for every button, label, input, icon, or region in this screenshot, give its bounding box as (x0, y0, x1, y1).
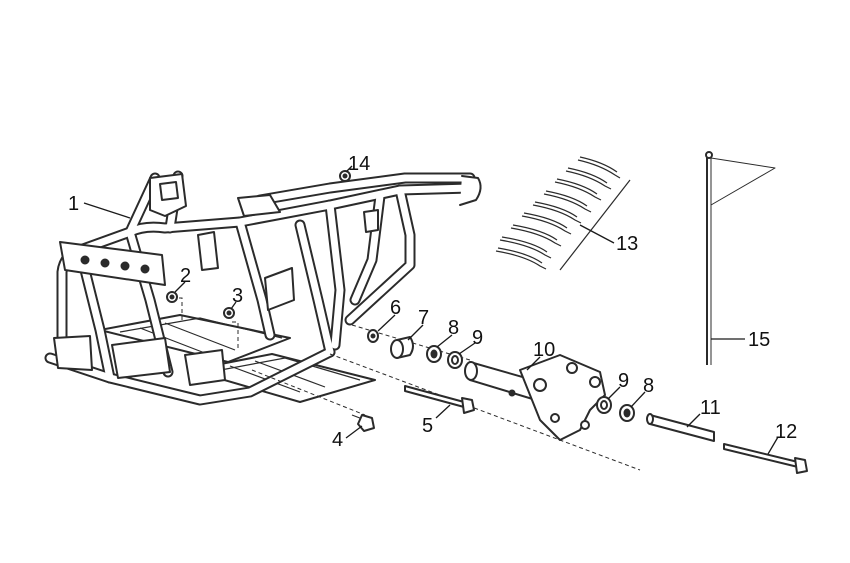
callout-12: 12 (775, 421, 797, 443)
callout-labels: 1 2 3 4 5 6 7 8 9 10 9 8 11 12 13 14 15 (68, 153, 797, 451)
sleeve-11 (646, 413, 715, 442)
front-bracket (59, 241, 166, 286)
main-frame (44, 170, 641, 471)
nut-2 (166, 291, 178, 303)
nut-3 (223, 307, 235, 319)
callout-9b: 9 (618, 370, 629, 392)
straps-13 (495, 156, 631, 271)
callout-8b: 8 (643, 375, 654, 397)
callout-15: 15 (748, 329, 770, 351)
callout-13: 13 (616, 233, 638, 255)
bushing-7 (390, 336, 414, 359)
callout-6: 6 (390, 297, 401, 319)
callout-7: 7 (418, 307, 429, 329)
steering-plate (149, 173, 187, 217)
bolt-4 (351, 414, 375, 432)
flag-15 (705, 151, 776, 365)
swing-arm-10 (464, 354, 606, 441)
callout-3: 3 (232, 285, 243, 307)
callout-14: 14 (348, 153, 370, 175)
bolt-12 (723, 443, 808, 474)
callout-10: 10 (533, 339, 555, 361)
washer-6 (367, 329, 379, 343)
callout-8a: 8 (448, 317, 459, 339)
callout-9a: 9 (472, 327, 483, 349)
bolt-5 (404, 385, 475, 414)
callout-5: 5 (422, 415, 433, 437)
nut-14 (339, 170, 351, 182)
side-plate (53, 267, 295, 386)
callout-2: 2 (180, 265, 191, 287)
callout-11: 11 (700, 397, 721, 419)
rear-loop (459, 175, 482, 206)
bushing-9b (596, 396, 612, 414)
callout-4: 4 (332, 429, 343, 451)
leader-lines (83, 165, 779, 455)
washer-8a (426, 345, 442, 363)
washer-8b (619, 404, 635, 422)
callout-1: 1 (68, 193, 79, 215)
bushing-9a (447, 351, 463, 369)
seat-bracket (197, 194, 379, 271)
